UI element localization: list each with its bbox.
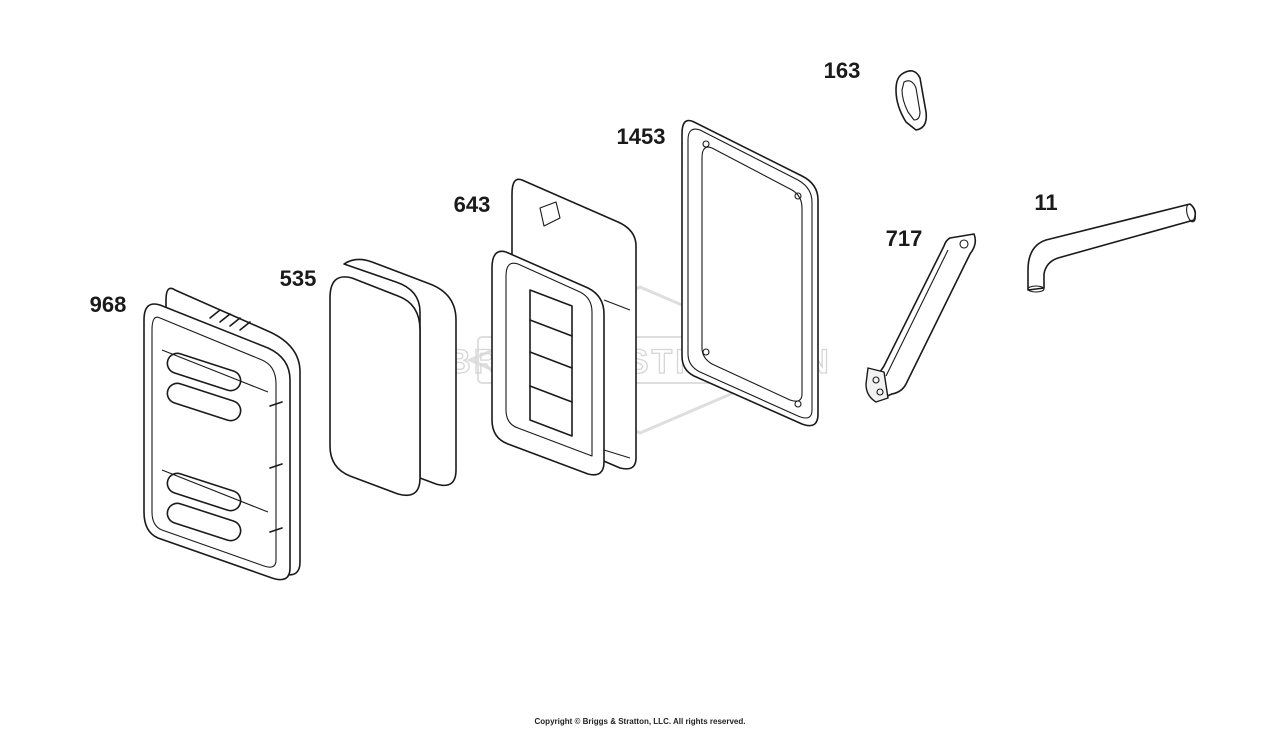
label-163: 163 bbox=[824, 58, 861, 83]
part-643-base[interactable] bbox=[491, 178, 637, 476]
copyright-notice: Copyright © Briggs & Stratton, LLC. All … bbox=[534, 717, 746, 726]
label-535: 535 bbox=[280, 266, 317, 291]
part-968-cover[interactable] bbox=[143, 287, 301, 581]
part-11-breather-tube[interactable] bbox=[1027, 203, 1197, 293]
label-1453: 1453 bbox=[617, 124, 666, 149]
part-535-foam-filter[interactable] bbox=[329, 258, 457, 497]
part-717-bracket[interactable] bbox=[865, 233, 977, 403]
label-643: 643 bbox=[454, 192, 491, 217]
label-968: 968 bbox=[90, 292, 127, 317]
part-1453-gasket[interactable] bbox=[681, 119, 819, 427]
part-163-grommet[interactable] bbox=[895, 70, 928, 131]
label-717: 717 bbox=[886, 226, 923, 251]
label-11: 11 bbox=[1034, 190, 1057, 215]
